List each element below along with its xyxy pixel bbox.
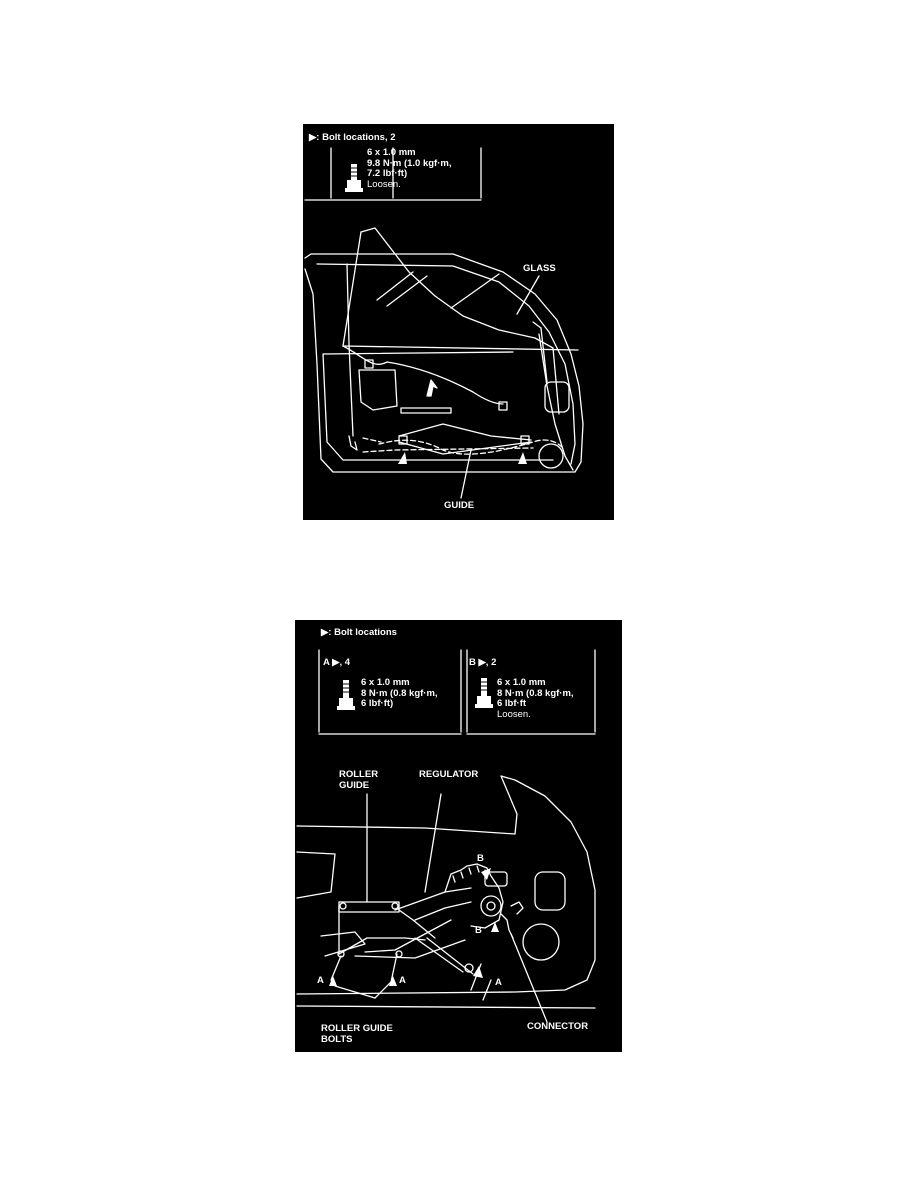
glass-label: GLASS bbox=[523, 263, 556, 274]
spec-a: 6 x 1.0 mm 8 N·m (0.8 kgf·m, 6 lbf·ft) bbox=[361, 677, 438, 710]
door-glass-illustration bbox=[304, 147, 584, 499]
bolt-locations-header: ▶: Bolt locations bbox=[321, 627, 397, 638]
marker-b-top: B bbox=[477, 853, 484, 864]
spec-b-title: B ▶, 2 bbox=[469, 657, 497, 668]
bolt-spec: 6 x 1.0 mm 9.8 N·m (1.0 kgf·m, 7.2 lbf·f… bbox=[367, 147, 452, 190]
spec-a-size: 6 x 1.0 mm bbox=[361, 677, 410, 688]
spec-b: 6 x 1.0 mm 8 N·m (0.8 kgf·m, 6 lbf·ft Lo… bbox=[497, 677, 574, 720]
figure-regulator-removal: ▶: Bolt locations A ▶, 4 6 x 1.0 mm 8 N·… bbox=[295, 620, 622, 1052]
spec-b-size: 6 x 1.0 mm bbox=[497, 677, 546, 688]
bolt-torque-lbf: 7.2 lbf·ft) bbox=[367, 168, 408, 179]
marker-b-bottom: B bbox=[475, 925, 482, 936]
door-regulator-illustration bbox=[296, 649, 596, 1023]
bolt-instruction: Loosen. bbox=[367, 178, 401, 190]
marker-a-middle: A bbox=[399, 975, 406, 986]
spec-a-torque-lbf: 6 lbf·ft) bbox=[361, 698, 394, 709]
marker-a-left: A bbox=[317, 975, 324, 986]
bolt-torque-nm: 9.8 N·m (1.0 kgf·m, bbox=[367, 157, 452, 169]
spec-a-title: A ▶, 4 bbox=[323, 657, 351, 668]
connector-label: CONNECTOR bbox=[527, 1021, 589, 1032]
roller-guide-label: ROLLER GUIDE bbox=[339, 769, 379, 791]
figure-glass-removal: ▶: Bolt locations, 2 6 x 1.0 mm 9.8 N·m … bbox=[303, 124, 614, 520]
bolt-size: 6 x 1.0 mm bbox=[367, 147, 416, 158]
roller-guide-bolts-label: ROLLER GUIDE BOLTS bbox=[321, 1023, 393, 1045]
regulator-label: REGULATOR bbox=[419, 769, 479, 780]
spec-b-torque-nm: 8 N·m (0.8 kgf·m, bbox=[497, 687, 574, 699]
spec-b-torque-lbf: 6 lbf·ft bbox=[497, 698, 527, 709]
bolt-locations-header: ▶: Bolt locations, 2 bbox=[309, 132, 396, 143]
marker-a-right: A bbox=[495, 977, 502, 988]
spec-b-instruction: Loosen. bbox=[497, 708, 531, 720]
spec-a-torque-nm: 8 N·m (0.8 kgf·m, bbox=[361, 687, 438, 699]
guide-label: GUIDE bbox=[444, 500, 475, 511]
